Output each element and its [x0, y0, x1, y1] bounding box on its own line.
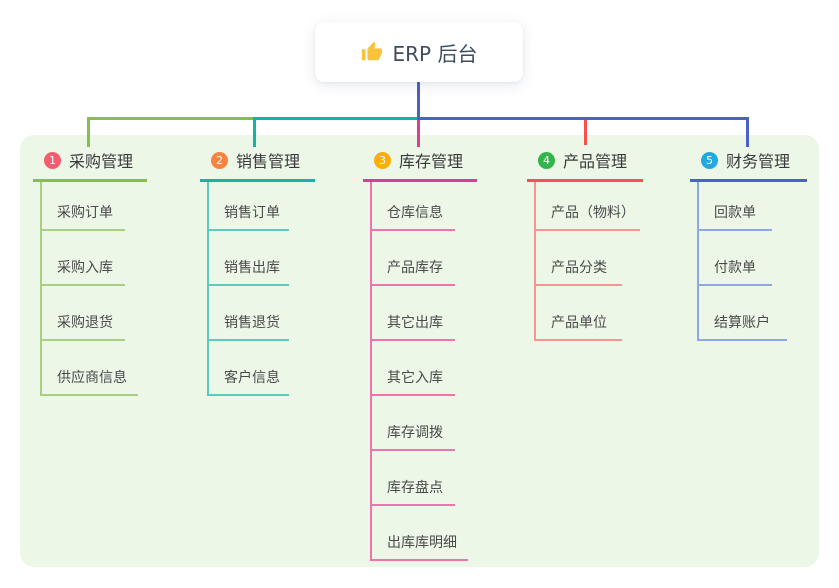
- branch-purchase-header[interactable]: 1 采购管理: [33, 145, 147, 175]
- connector-drop-sales: [253, 117, 256, 147]
- branch-finance: 5 财务管理 回款单 付款单 结算账户: [690, 145, 807, 341]
- node-product-category[interactable]: 产品分类: [534, 256, 622, 286]
- node-outbound-detail[interactable]: 出库库明细: [370, 531, 468, 561]
- branch-finance-header[interactable]: 5 财务管理: [690, 145, 807, 175]
- node-receipt-doc[interactable]: 回款单: [697, 201, 772, 231]
- node-payment-doc[interactable]: 付款单: [697, 256, 772, 286]
- node-other-outbound[interactable]: 其它出库: [370, 311, 455, 341]
- branch-title: 采购管理: [69, 152, 134, 171]
- branch-product: 4 产品管理 产品（物料） 产品分类 产品单位: [527, 145, 643, 341]
- node-warehouse-info[interactable]: 仓库信息: [370, 201, 455, 231]
- branch-underline: [690, 179, 807, 182]
- branch-underline: [527, 179, 643, 182]
- branch-number-badge: 5: [701, 151, 718, 169]
- node-stock-check[interactable]: 库存盘点: [370, 476, 455, 506]
- branch-title: 财务管理: [726, 152, 791, 171]
- node-sales-order[interactable]: 销售订单: [207, 201, 289, 231]
- branch-sales-header[interactable]: 2 销售管理: [200, 145, 315, 175]
- branch-child-rail: [697, 182, 699, 341]
- node-supplier-info[interactable]: 供应商信息: [40, 366, 138, 396]
- branch-purchase: 1 采购管理 采购订单 采购入库 采购退货 供应商信息: [33, 145, 147, 396]
- node-purchase-order[interactable]: 采购订单: [40, 201, 125, 231]
- connector-root-drop: [417, 82, 420, 118]
- node-sales-outbound[interactable]: 销售出库: [207, 256, 289, 286]
- branch-title: 产品管理: [563, 152, 628, 171]
- thumbs-up-icon: [361, 41, 383, 63]
- branch-underline: [33, 179, 147, 182]
- branch-child-rail: [370, 182, 372, 561]
- connector-drop-inventory: [417, 120, 420, 147]
- branch-child-rail: [207, 182, 209, 396]
- node-customer-info[interactable]: 客户信息: [207, 366, 289, 396]
- node-sales-return[interactable]: 销售退货: [207, 311, 289, 341]
- branch-sales: 2 销售管理 销售订单 销售出库 销售退货 客户信息: [200, 145, 315, 396]
- node-stock-transfer[interactable]: 库存调拨: [370, 421, 455, 451]
- node-other-inbound[interactable]: 其它入库: [370, 366, 455, 396]
- root-node[interactable]: ERP 后台: [315, 22, 523, 82]
- branch-number-badge: 3: [374, 151, 391, 169]
- node-product-unit[interactable]: 产品单位: [534, 311, 622, 341]
- branch-number-badge: 4: [538, 151, 555, 169]
- root-title: ERP 后台: [392, 41, 478, 66]
- node-purchase-return[interactable]: 采购退货: [40, 311, 125, 341]
- branch-product-header[interactable]: 4 产品管理: [527, 145, 643, 175]
- branch-title: 库存管理: [399, 152, 464, 171]
- branches-panel: [20, 135, 819, 567]
- branch-title: 销售管理: [236, 152, 301, 171]
- branch-inventory-header[interactable]: 3 库存管理: [363, 145, 477, 175]
- branch-underline: [363, 179, 477, 182]
- connector-spine-finance: [417, 117, 748, 120]
- branch-number-badge: 2: [211, 151, 228, 169]
- connector-drop-product: [584, 120, 587, 145]
- branch-underline: [200, 179, 315, 182]
- connector-spine-sales: [253, 117, 417, 120]
- branch-child-rail: [534, 182, 536, 341]
- branch-inventory: 3 库存管理 仓库信息 产品库存 其它出库 其它入库 库存调拨 库存盘点 出库库…: [363, 145, 477, 561]
- branch-child-rail: [40, 182, 42, 396]
- connector-drop-purchase: [87, 117, 90, 147]
- connector-spine-purchase: [87, 117, 253, 120]
- node-product-stock[interactable]: 产品库存: [370, 256, 455, 286]
- connector-drop-finance: [746, 117, 749, 147]
- node-product-material[interactable]: 产品（物料）: [534, 201, 640, 231]
- node-settlement-account[interactable]: 结算账户: [697, 311, 787, 341]
- node-purchase-inbound[interactable]: 采购入库: [40, 256, 125, 286]
- branch-number-badge: 1: [44, 151, 61, 169]
